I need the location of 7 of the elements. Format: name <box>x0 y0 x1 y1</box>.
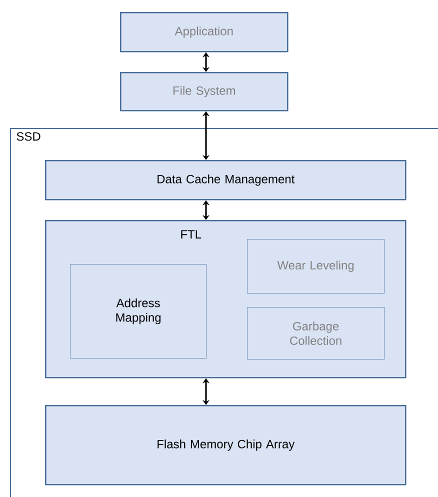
module-box: Garbage Collection <box>247 307 385 360</box>
layer-box: Flash Memory Chip Array <box>45 405 406 486</box>
layer-box: Application <box>120 12 288 52</box>
module-box: Address Mapping <box>70 264 207 359</box>
layer-box: Data Cache Management <box>45 160 406 200</box>
layer-box: File System <box>120 72 288 112</box>
module-box: Wear Leveling <box>247 239 385 294</box>
